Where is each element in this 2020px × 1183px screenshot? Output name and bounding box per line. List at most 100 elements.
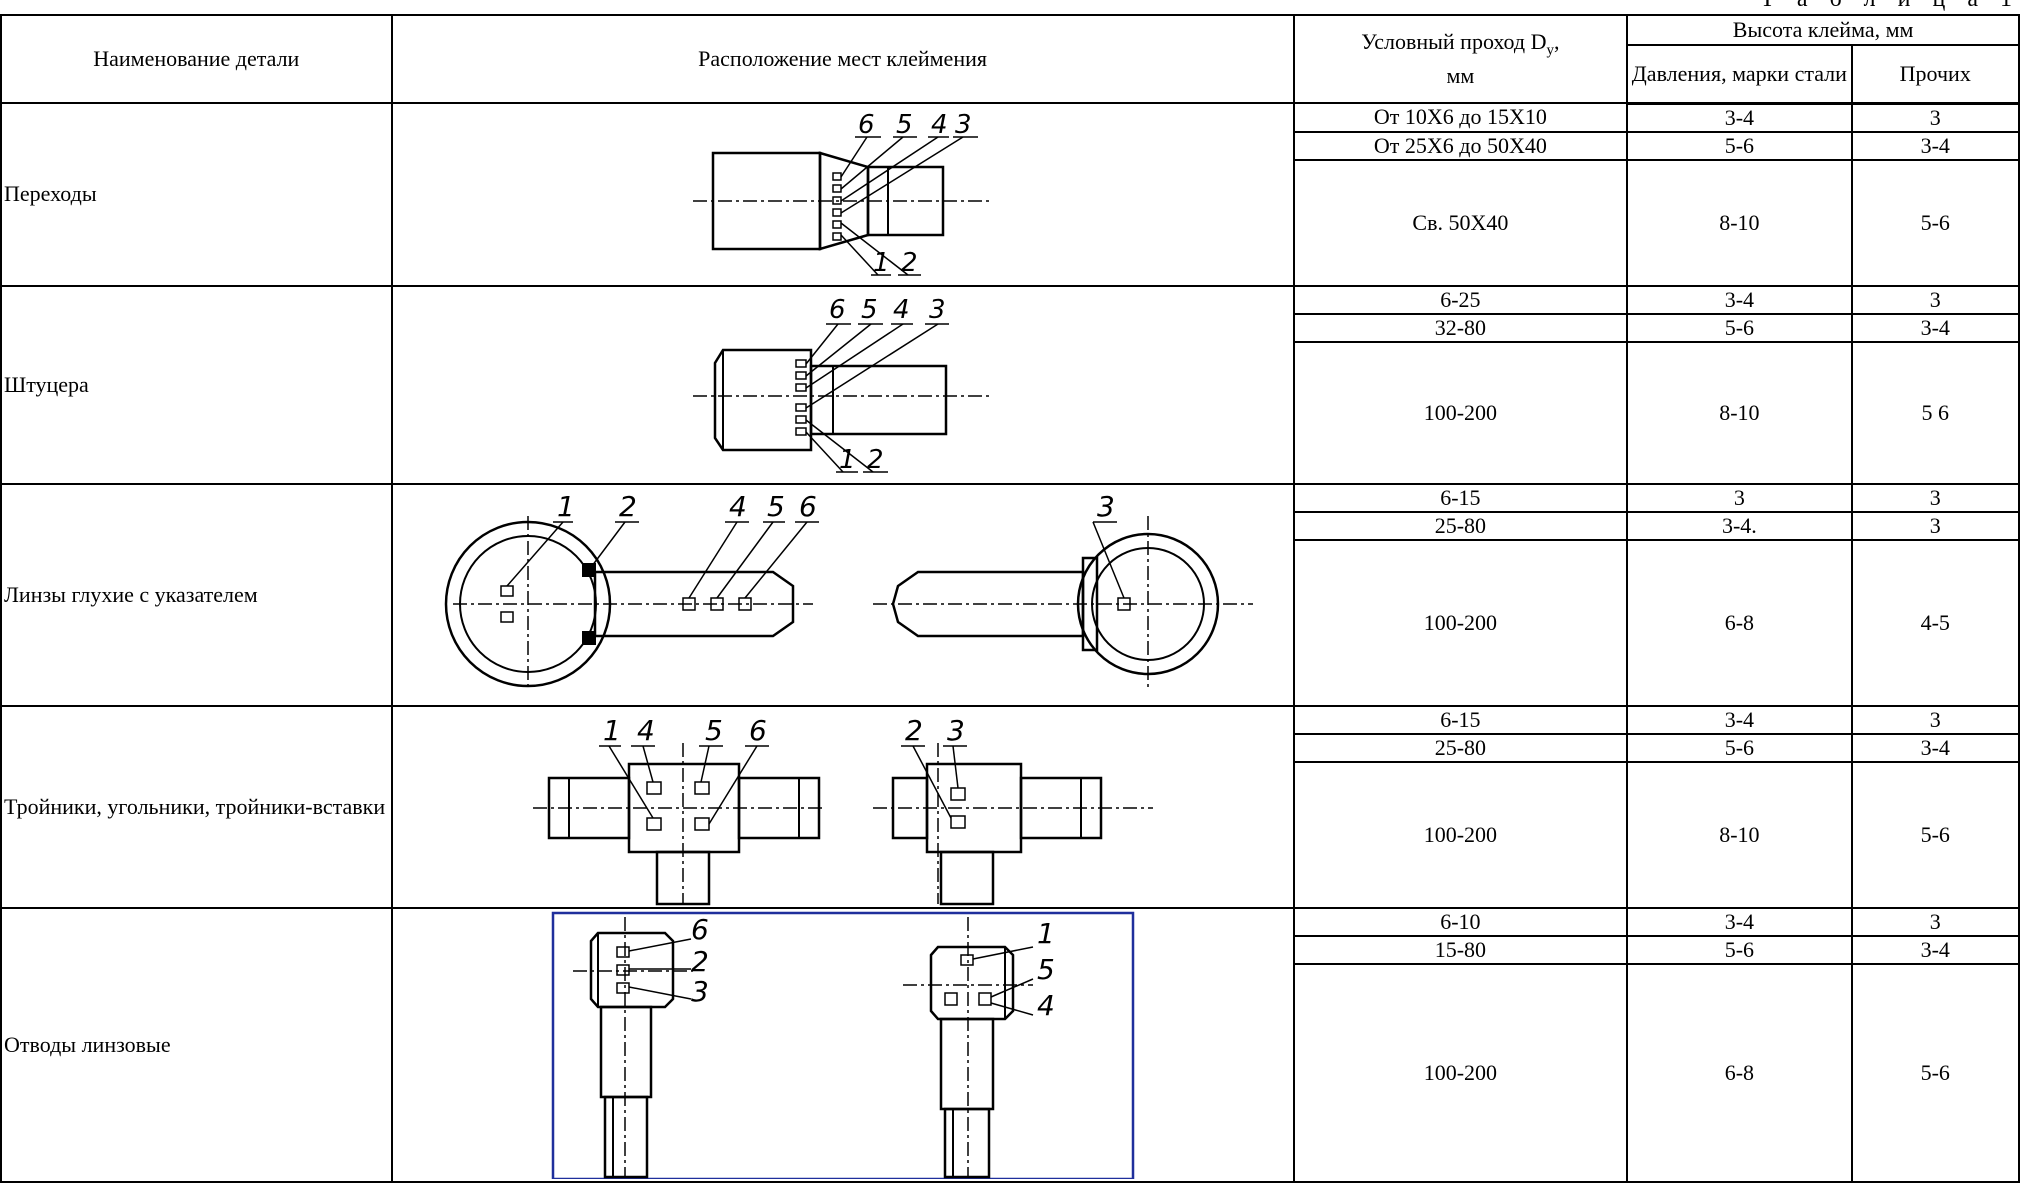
dn-cell: 25-80 — [1292, 732, 1629, 763]
pressure-cell: 5-6 — [1626, 934, 1853, 965]
lens-drawing: 1 2 4 5 6 3 — [444, 490, 1253, 691]
part-name-reducers: Переходы — [0, 102, 393, 287]
other-cell: 3-4 — [1850, 732, 2020, 763]
header-dn-sub: y — [1546, 42, 1555, 59]
callout: 4 — [729, 490, 747, 523]
header-other: Прочих — [1850, 44, 2020, 105]
other-cell: 5 6 — [1850, 340, 2020, 485]
callout: 6 — [829, 295, 846, 325]
callout: 2 — [691, 945, 709, 978]
dn-cell: От 10Х6 до 15Х10 — [1292, 102, 1629, 133]
header-dn-label: Условный проход D — [1361, 28, 1547, 54]
pressure-cell: 8-10 — [1626, 158, 1853, 287]
pressure-cell: 8-10 — [1626, 760, 1853, 909]
dn-cell: 6-15 — [1292, 704, 1629, 735]
other-cell: 5-6 — [1850, 158, 2020, 287]
callout: 3 — [929, 295, 946, 325]
callout: 5 — [1037, 953, 1055, 986]
sketch-tees: 1 4 5 6 2 3 — [390, 704, 1295, 909]
dn-cell: Св. 50Х40 — [1292, 158, 1629, 287]
pressure-cell: 3-4 — [1626, 284, 1853, 315]
dn-cell: 25-80 — [1292, 510, 1629, 541]
part-name-blind-lenses: Линзы глухие с указателем — [0, 482, 393, 707]
dn-cell: 15-80 — [1292, 934, 1629, 965]
table-caption: Т а б л и ц а 1 — [1760, 0, 2020, 13]
pressure-cell: 3-4 — [1626, 906, 1853, 937]
part-name-lens-elbows: Отводы линзовые — [0, 906, 393, 1183]
other-cell: 5-6 — [1850, 760, 2020, 909]
header-part-name: Наименование детали — [0, 14, 393, 104]
pressure-cell: 6-8 — [1626, 962, 1853, 1183]
pressure-cell: 6-8 — [1626, 538, 1853, 707]
callout: 1 — [839, 445, 856, 475]
other-cell: 3 — [1850, 510, 2020, 541]
other-cell: 3-4 — [1850, 130, 2020, 161]
callout: 5 — [705, 714, 723, 747]
dn-cell: 100-200 — [1292, 962, 1629, 1183]
callout: 2 — [901, 248, 918, 278]
other-cell: 3 — [1850, 482, 2020, 513]
pressure-cell: 3-4 — [1626, 704, 1853, 735]
callout: 1 — [873, 248, 890, 278]
other-cell: 3-4 — [1850, 934, 2020, 965]
callout: 4 — [893, 295, 910, 325]
pressure-cell: 3-4 — [1626, 102, 1853, 133]
tee-drawing: 1 4 5 6 2 3 — [532, 714, 1153, 905]
callout: 4 — [931, 110, 948, 140]
sketch-reducers: 6 5 4 3 1 2 — [390, 102, 1295, 287]
callout: 5 — [767, 490, 785, 523]
dn-cell: 6-10 — [1292, 906, 1629, 937]
dn-cell: 100-200 — [1292, 340, 1629, 485]
sketch-lens-elbows: 6 2 3 1 5 4 — [390, 906, 1295, 1183]
callout: 5 — [861, 295, 878, 325]
callout: 6 — [691, 913, 709, 946]
sketch-blind-lenses: 1 2 4 5 6 3 — [390, 482, 1295, 707]
other-cell: 3 — [1850, 704, 2020, 735]
callout: 3 — [955, 110, 972, 140]
dn-cell: 100-200 — [1292, 538, 1629, 707]
other-cell: 3 — [1850, 284, 2020, 315]
marking-table: Наименование детали Расположение мест кл… — [0, 14, 2020, 1183]
other-cell: 5-6 — [1850, 962, 2020, 1183]
callout: 1 — [603, 714, 621, 747]
part-name-fittings: Штуцера — [0, 284, 393, 485]
pressure-cell: 5-6 — [1626, 732, 1853, 763]
callout: 6 — [858, 110, 875, 140]
header-nominal-diameter: Условный проход Dy, мм — [1292, 14, 1629, 104]
pressure-cell: 5-6 — [1626, 130, 1853, 161]
callout: 4 — [637, 714, 655, 747]
dn-cell: 6-25 — [1292, 284, 1629, 315]
header-dn-unit: мм — [1446, 63, 1475, 89]
elbow-drawing: 6 2 3 1 5 4 — [551, 911, 1134, 1179]
sketch-fittings: 6 5 4 3 1 2 — [390, 284, 1295, 485]
header-pressure: Давления, марки стали — [1626, 44, 1853, 105]
callout: 2 — [619, 490, 637, 523]
other-cell: 4-5 — [1850, 538, 2020, 707]
dn-cell: От 25Х6 до 50Х40 — [1292, 130, 1629, 161]
pressure-cell: 3 — [1626, 482, 1853, 513]
callout: 5 — [896, 110, 913, 140]
header-marking-location: Расположение мест клеймения — [390, 14, 1295, 104]
callout: 6 — [749, 714, 767, 747]
reducer-drawing: 6 5 4 3 1 2 — [692, 110, 993, 278]
callout: 3 — [1097, 490, 1115, 523]
callout: 1 — [1037, 917, 1055, 950]
dn-cell: 100-200 — [1292, 760, 1629, 909]
callout: 1 — [557, 490, 575, 523]
other-cell: 3 — [1850, 906, 2020, 937]
pressure-cell: 8-10 — [1626, 340, 1853, 485]
pressure-cell: 5-6 — [1626, 312, 1853, 343]
callout: 3 — [947, 714, 965, 747]
callout: 3 — [691, 975, 709, 1008]
other-cell: 3-4 — [1850, 312, 2020, 343]
callout: 2 — [867, 445, 884, 475]
callout: 4 — [1037, 989, 1055, 1022]
dn-cell: 32-80 — [1292, 312, 1629, 343]
other-cell: 3 — [1850, 102, 2020, 133]
callout: 6 — [799, 490, 817, 523]
header-mark-height: Высота клейма, мм — [1626, 14, 2020, 46]
pressure-cell: 3-4. — [1626, 510, 1853, 541]
part-name-tees: Тройники, угольники, тройники-вставки — [0, 704, 393, 909]
fitting-drawing: 6 5 4 3 1 2 — [692, 295, 993, 475]
callout: 2 — [905, 714, 923, 747]
